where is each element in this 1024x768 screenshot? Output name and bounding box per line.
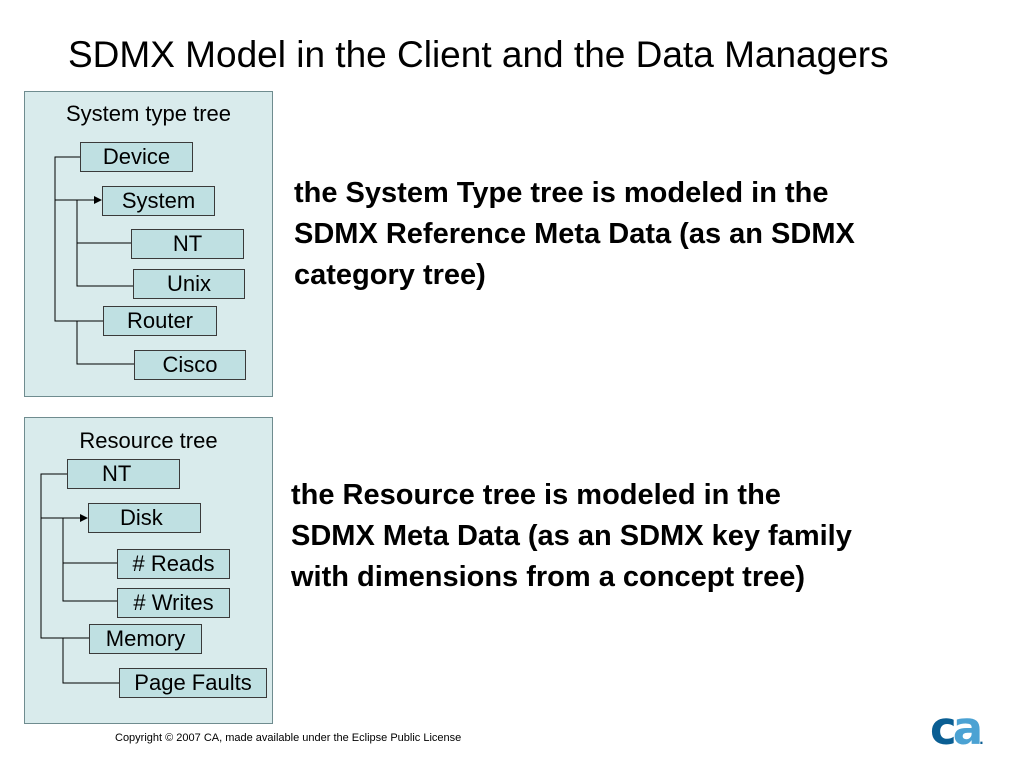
- node-device: Device: [80, 142, 193, 172]
- node-reads: # Reads: [117, 549, 230, 579]
- ca-logo-c: c: [930, 702, 957, 755]
- resource-tree-description-line: with dimensions from a concept tree): [291, 561, 806, 593]
- system-type-tree-label: System type tree: [65, 101, 232, 126]
- node-writes: # Writes: [117, 588, 230, 618]
- node-nt: NT: [131, 229, 244, 259]
- node-unix: Unix: [133, 269, 245, 299]
- copyright-footer: Copyright © 2007 CA, made available unde…: [115, 732, 462, 744]
- ca-logo: ca.: [930, 706, 984, 763]
- node-system: System: [102, 186, 215, 216]
- system-tree-description-line: SDMX Reference Meta Data (as an SDMX: [294, 218, 855, 250]
- system-tree-description-line: the System Type tree is modeled in the: [294, 177, 829, 209]
- connector-disk-children: [62, 518, 117, 602]
- ca-logo-a: a: [952, 702, 983, 755]
- connector-device: [54, 156, 103, 322]
- system-tree-description: the System Type tree is modeled in the S…: [294, 173, 855, 296]
- connector-memory-children: [62, 638, 120, 684]
- system-tree-description-line: category tree): [294, 259, 486, 291]
- resource-tree-description: the Resource tree is modeled in the SDMX…: [291, 475, 852, 598]
- node-resource-nt: NT: [67, 459, 180, 489]
- ca-logo-dot: .: [979, 733, 984, 747]
- resource-tree-label: Resource tree: [79, 428, 218, 453]
- connector-system-children: [76, 200, 133, 287]
- node-cisco: Cisco: [134, 350, 246, 380]
- node-page-faults: Page Faults: [119, 668, 267, 698]
- resource-tree-description-line: SDMX Meta Data (as an SDMX key family: [291, 520, 852, 552]
- slide-title: SDMX Model in the Client and the Data Ma…: [68, 34, 889, 75]
- connector-router-children: [76, 321, 134, 365]
- connector-nt: [40, 473, 89, 639]
- node-memory: Memory: [89, 624, 202, 654]
- node-disk: Disk: [88, 503, 201, 533]
- node-router: Router: [103, 306, 217, 336]
- resource-tree-description-line: the Resource tree is modeled in the: [291, 479, 781, 511]
